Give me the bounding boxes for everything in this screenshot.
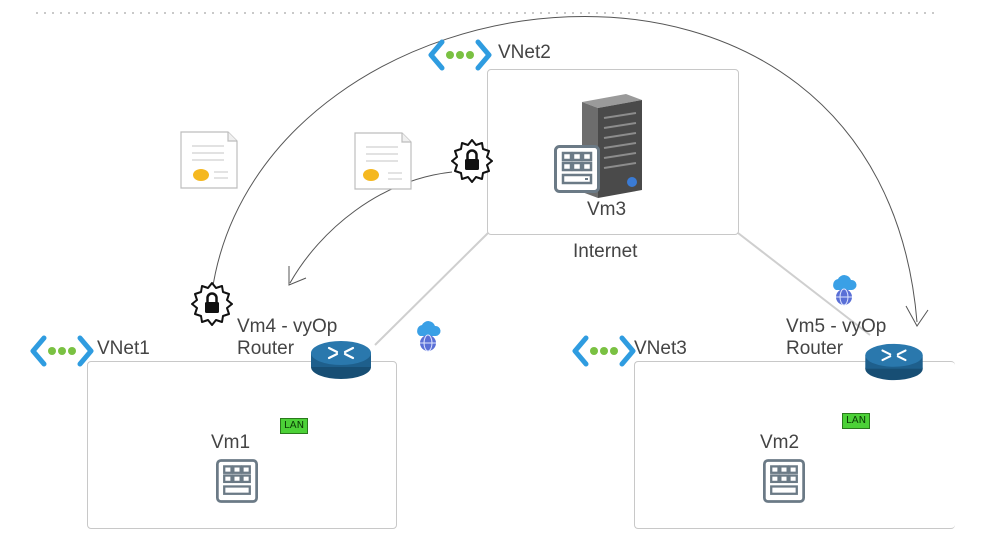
public-ip-icon [833, 275, 857, 306]
vnet-icon [428, 39, 492, 71]
public-ip-icon [417, 321, 441, 352]
gear-lock-icon [451, 139, 493, 183]
tunnel-arc-small-arrowhead [288, 266, 307, 286]
internet-to-vm5-link [737, 232, 871, 336]
gear-lock-icon [191, 282, 233, 326]
tunnel-arc-large [211, 16, 918, 323]
vnet3-label: VNet3 [634, 338, 687, 359]
vm2-label: Vm2 [760, 432, 800, 453]
vnet2-label: VNet2 [498, 42, 551, 63]
vm3-label: Vm3 [587, 199, 627, 220]
vm5-label-line1: Vm5 - vyOp [786, 316, 887, 337]
vnet-icon [30, 335, 94, 367]
vm5-router-label: Vm5 - vyOp Router [786, 316, 886, 360]
vm-icon [554, 145, 600, 193]
tunnel-arc-small [289, 171, 453, 284]
lan-badge-vnet1: LAN [280, 418, 309, 434]
vm-icon [216, 459, 258, 503]
internet-to-vm4-link [374, 232, 489, 346]
tunnel-arc-large-arrowhead [905, 305, 929, 327]
vm4-label-line1: Vm4 - vyOp [237, 316, 338, 337]
lan-badge-vnet3: LAN [842, 413, 871, 429]
vm4-router-label: Vm4 - vyOp Router [237, 316, 337, 360]
vm4-label-line2: Router [237, 338, 295, 359]
vm5-label-line2: Router [786, 338, 844, 359]
router-icon [311, 341, 371, 379]
router-icon [865, 343, 923, 381]
certificate-icon [354, 132, 412, 190]
vnet1-label: VNet1 [97, 338, 150, 359]
certificate-icon [180, 131, 238, 189]
vnet-icon [572, 335, 636, 367]
internet-label: Internet [573, 241, 638, 262]
vm1-label: Vm1 [211, 432, 251, 453]
vm-icon [763, 459, 805, 503]
